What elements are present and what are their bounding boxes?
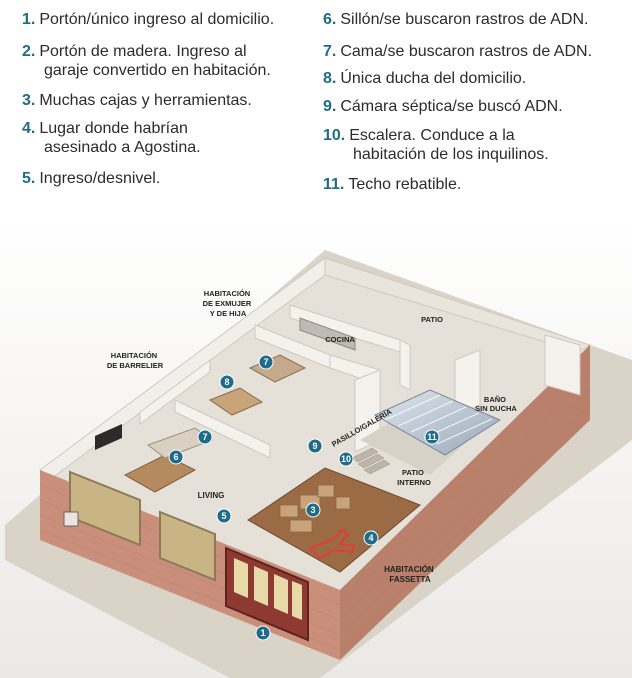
label-habitacion-fassetta: HABITACIÓN FASSETTA bbox=[384, 565, 436, 584]
badge-7a: 7 bbox=[258, 354, 274, 370]
label-habitacion-barrelier: HABITACIÓN DE BARRELIER bbox=[107, 351, 164, 370]
badge-9: 9 bbox=[307, 438, 323, 454]
gate-panels bbox=[234, 558, 302, 620]
legend-item-7: 7.Cama/se buscaron rastros de ADN. bbox=[323, 43, 593, 60]
floor-plate bbox=[40, 258, 590, 590]
legend-item-3: 3.Muchas cajas y herramientas. bbox=[22, 92, 252, 109]
label-bano: BAÑO SIN DUCHA bbox=[475, 395, 517, 413]
legend-item-4: 4.Lugar donde habrían asesinado a Agosti… bbox=[22, 120, 201, 156]
legend-item-1: 1.Portón/único ingreso al domicilio. bbox=[22, 11, 275, 28]
legend-item-8: 8.Única ducha del domicilio. bbox=[323, 70, 527, 87]
label-patio-interno: PATIO INTERNO bbox=[397, 468, 431, 487]
badge-11: 11 bbox=[424, 429, 440, 445]
stairs bbox=[351, 447, 391, 475]
svg-text:8: 8 bbox=[224, 377, 229, 387]
legend-item-9: 9.Cámara séptica/se buscó ADN. bbox=[323, 98, 563, 115]
legend-item-6: 6.Sillón/se buscaron rastros de ADN. bbox=[323, 11, 589, 28]
legend-item-2: 2.Portón de madera. Ingreso al garaje co… bbox=[22, 43, 271, 79]
legend: 1.Portón/único ingreso al domicilio. 2.P… bbox=[0, 0, 632, 215]
badge-5: 5 bbox=[216, 508, 232, 524]
retractable-roof bbox=[373, 389, 502, 456]
legend-item-5: 5.Ingreso/desnivel. bbox=[22, 170, 161, 187]
svg-text:1: 1 bbox=[260, 628, 265, 638]
sofa bbox=[146, 427, 214, 459]
badge-4: 4 bbox=[363, 530, 379, 546]
fassetta-room-floor bbox=[247, 467, 421, 573]
svg-text:6: 6 bbox=[173, 452, 178, 462]
svg-text:9: 9 bbox=[312, 441, 317, 451]
label-cocina: COCINA bbox=[325, 335, 355, 344]
badge-3: 3 bbox=[305, 502, 321, 518]
number-badges: 1 3 4 5 6 7 7 8 9 10 11 bbox=[168, 354, 440, 641]
svg-text:10: 10 bbox=[341, 454, 351, 464]
badge-1: 1 bbox=[255, 625, 271, 641]
svg-text:3: 3 bbox=[310, 505, 315, 515]
label-living: LIVING bbox=[198, 491, 225, 500]
badge-6: 6 bbox=[168, 449, 184, 465]
svg-text:4: 4 bbox=[368, 533, 373, 543]
label-habitacion-exmujer: HABITACIÓN DE EXMUJER Y DE HIJA bbox=[203, 289, 254, 318]
body-outline bbox=[308, 528, 356, 560]
badge-10: 10 bbox=[338, 451, 354, 467]
legend-item-10: 10.Escalera. Conduce a la habitación de … bbox=[323, 127, 549, 163]
right-brick-wall bbox=[340, 345, 590, 660]
front-window-right bbox=[159, 510, 216, 582]
interior-walls bbox=[139, 304, 581, 459]
kitchen-counter bbox=[299, 317, 356, 351]
legend-item-11: 11.Techo rebatible. bbox=[323, 176, 462, 193]
badge-7b: 7 bbox=[197, 429, 213, 445]
svg-text:7: 7 bbox=[202, 432, 207, 442]
house-illustration: HABITACIÓN DE EXMUJER Y DE HIJA HABITACI… bbox=[0, 215, 632, 678]
svg-text:5: 5 bbox=[221, 511, 226, 521]
label-patio: PATIO bbox=[421, 315, 443, 324]
bed-barrelier bbox=[208, 387, 264, 416]
svg-text:11: 11 bbox=[427, 432, 437, 442]
front-window-left bbox=[69, 470, 141, 547]
tv bbox=[95, 424, 122, 450]
badge-8: 8 bbox=[219, 374, 235, 390]
svg-text:7: 7 bbox=[263, 357, 268, 367]
mailbox bbox=[63, 511, 79, 527]
